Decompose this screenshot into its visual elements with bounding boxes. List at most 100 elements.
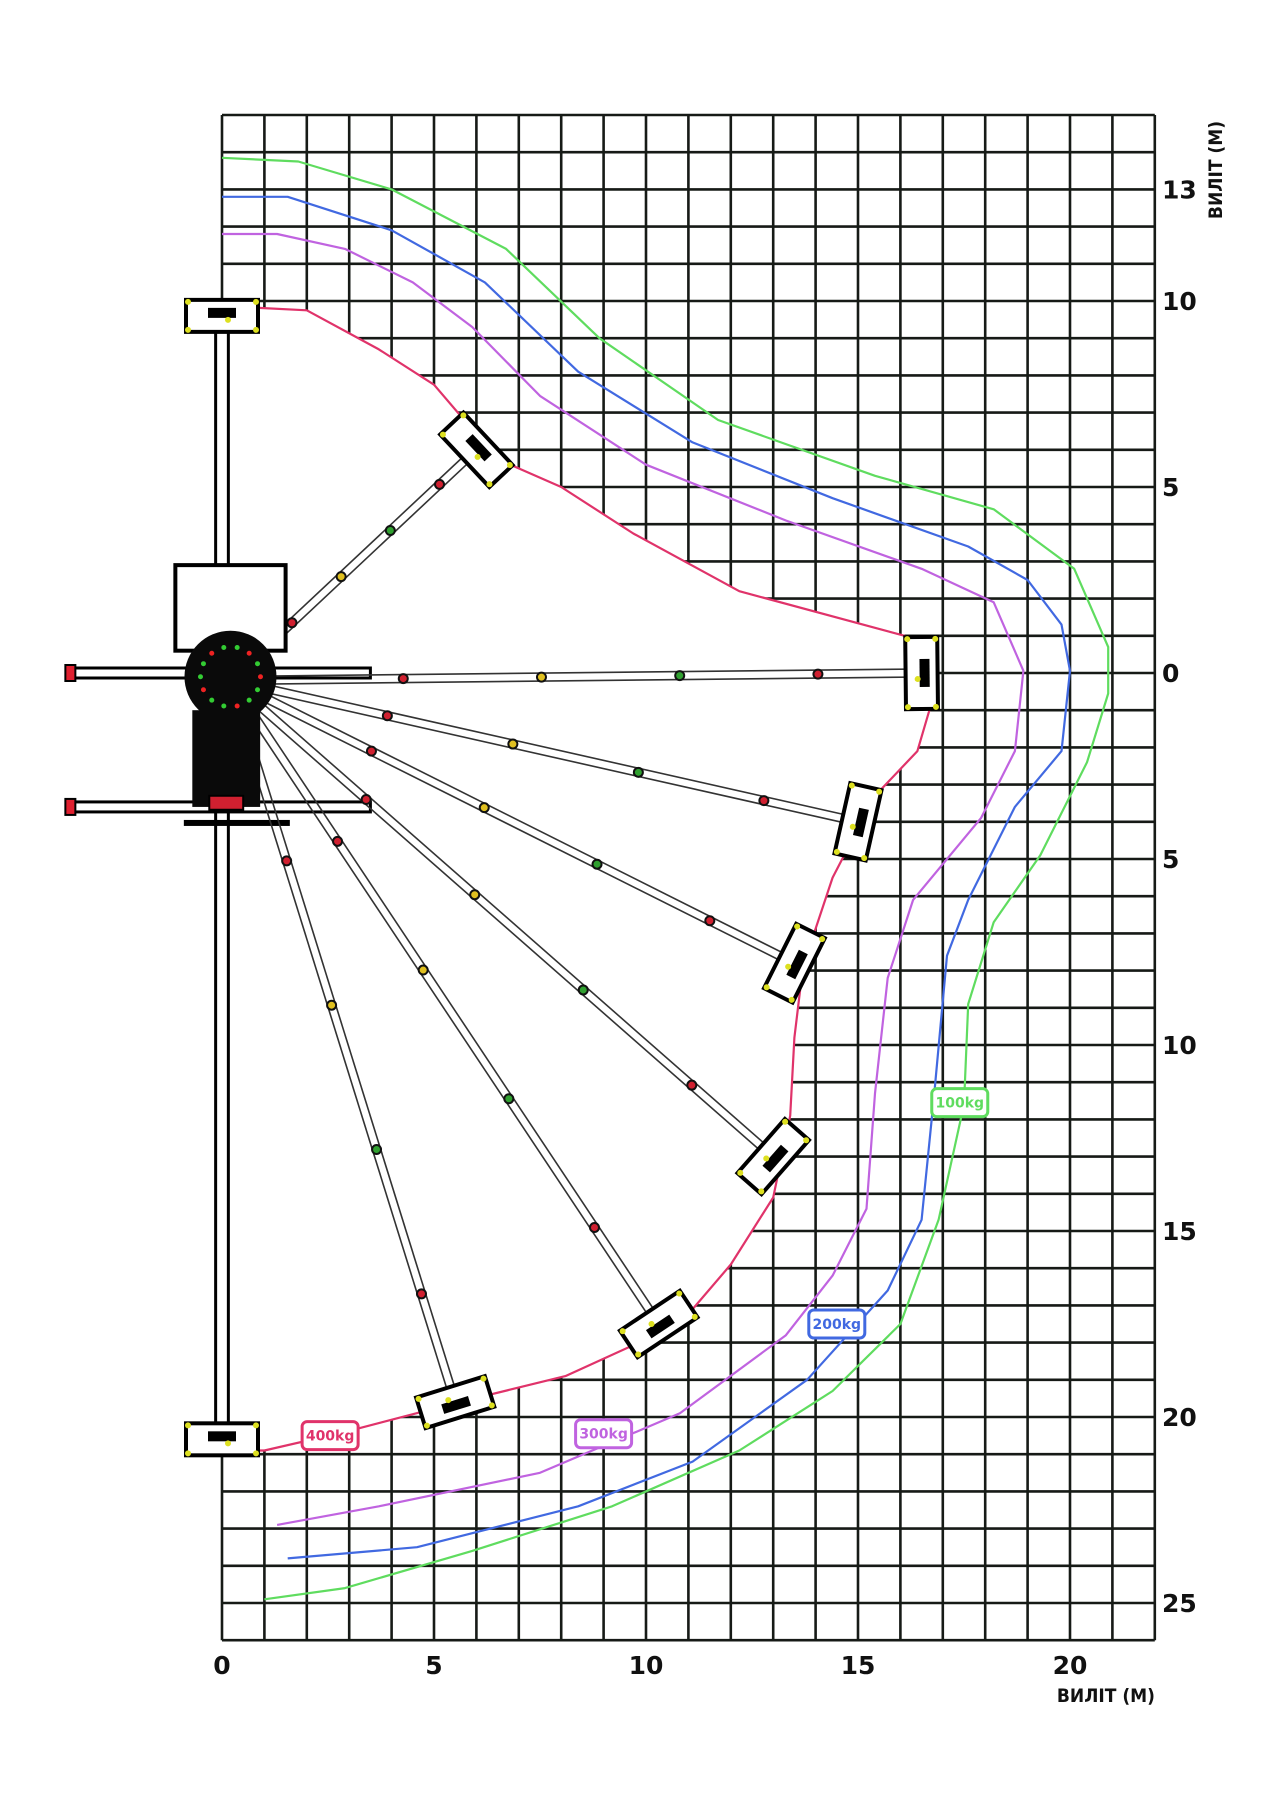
platform-operator [208, 307, 236, 318]
platform-light [849, 823, 856, 830]
boom-joint [503, 1093, 515, 1105]
platform-light [788, 996, 795, 1003]
platform-light [488, 1402, 495, 1409]
x-tick-label: 0 [213, 1651, 230, 1680]
platform-light [932, 635, 939, 642]
platform-light [676, 1290, 683, 1297]
platform-light [185, 1450, 191, 1457]
platform-light [185, 1422, 191, 1429]
y-axis-title: ВИЛІТ (М) [1205, 121, 1227, 219]
platform-light [225, 1440, 231, 1447]
platform [184, 297, 260, 334]
y-tick-label: 25 [1162, 1589, 1197, 1618]
load-curve-200kg [222, 195, 1072, 1560]
y-tick-label: 13 [1162, 175, 1197, 204]
boom-joint [674, 670, 686, 682]
load-label-text: 200kg [813, 1317, 862, 1333]
boom-edge [231, 676, 797, 961]
platform-light [253, 298, 259, 305]
platform-light [460, 412, 467, 419]
platform-light [445, 1397, 452, 1404]
platform [734, 1116, 812, 1198]
boom-edge [231, 675, 860, 819]
boom-joint [335, 571, 347, 583]
load-label-100kg: 100kg [930, 1087, 990, 1119]
platform-operator [208, 1431, 236, 1442]
boom-edge [233, 679, 460, 1402]
platform [761, 921, 828, 1006]
platform-operator [852, 807, 869, 838]
platform-light [185, 326, 191, 333]
platform-light [474, 453, 481, 460]
platform-light [423, 1422, 430, 1429]
platform-light [253, 1450, 259, 1457]
boom-edge [233, 677, 663, 1323]
platform-operator [441, 1396, 471, 1414]
boom-joint [591, 858, 603, 870]
chassis [192, 710, 261, 807]
outrigger-pad [64, 664, 77, 682]
platform-operator [645, 1314, 675, 1339]
platform-light [794, 923, 801, 930]
platform-light [185, 298, 191, 305]
boom-edge [230, 676, 922, 686]
boom-edge [229, 683, 858, 827]
boom-edge [232, 676, 777, 1155]
load-label-400kg: 400kg [300, 1420, 360, 1452]
load-label-text: 400kg [306, 1429, 355, 1445]
platform-light [848, 782, 855, 789]
boom-joint [332, 835, 344, 847]
turntable-light [255, 687, 261, 693]
boom-joint [758, 795, 770, 807]
y-tick-label: 0 [1162, 659, 1179, 688]
platform-light [737, 1169, 744, 1176]
platform [903, 634, 941, 712]
boom-joint [478, 802, 490, 814]
platform-operator [465, 434, 492, 462]
platform-light [648, 1320, 655, 1327]
boom-edge [226, 682, 657, 1327]
boom-joint [507, 738, 519, 750]
boom-joint [415, 1288, 427, 1300]
boom-joint [381, 710, 393, 722]
turntable-light [221, 703, 227, 709]
platform-light [819, 936, 826, 943]
y-tick-label: 5 [1162, 473, 1179, 502]
x-tick-label: 20 [1053, 1651, 1088, 1680]
turntable-light [200, 687, 206, 693]
platform-light [782, 1118, 789, 1125]
base-plate [183, 819, 290, 826]
platform-light [439, 431, 446, 438]
boom-joint [365, 745, 377, 757]
platform-operator [762, 1144, 789, 1173]
platform-light [506, 462, 513, 469]
base-marker [208, 794, 245, 811]
platform-operator [786, 949, 808, 980]
load-label-box [574, 1418, 634, 1450]
platform [617, 1287, 701, 1361]
boom-joint [588, 1221, 600, 1233]
load-label-text: 300kg [579, 1427, 628, 1443]
platform-light [904, 704, 911, 711]
platform-light [861, 855, 868, 862]
boom-joint [812, 668, 824, 680]
boom-edge [230, 668, 922, 678]
turntable-light [221, 644, 227, 650]
platform-basket [184, 297, 260, 334]
platform-light [758, 1188, 765, 1195]
turntable-light [209, 697, 215, 703]
turntable-light [255, 661, 261, 667]
platform [184, 1421, 260, 1458]
platform-light [803, 1137, 810, 1144]
platform-light [833, 848, 840, 855]
platform-light [253, 1422, 259, 1429]
platform-light [486, 481, 493, 488]
platform-light [763, 1155, 770, 1162]
x-tick-label: 10 [629, 1651, 664, 1680]
boom-joint [704, 915, 716, 927]
platform-light [480, 1375, 487, 1382]
boom-joint [326, 999, 338, 1011]
boom-joint [281, 855, 293, 867]
platform-light [785, 963, 792, 970]
